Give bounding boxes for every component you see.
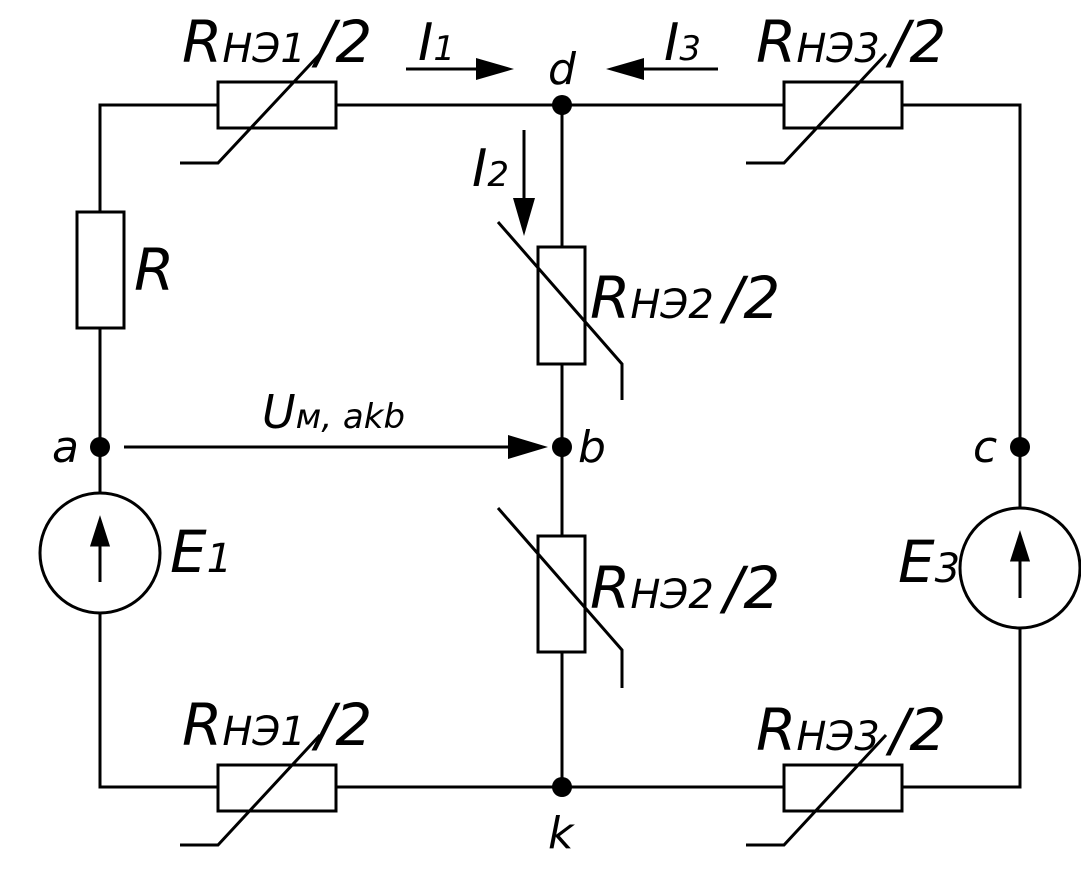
label-u-akb: Uм, akb <box>262 385 405 439</box>
label-rne1-bottom: RНЭ1/2 <box>182 691 372 759</box>
node-b-label: b <box>578 422 606 473</box>
arrow-u-akb <box>124 435 548 459</box>
label-i3: I3 <box>664 13 701 73</box>
node-d-dot <box>552 95 572 115</box>
resistor-rne3-top <box>746 52 904 165</box>
node-d-label: d <box>548 44 577 95</box>
node-a-dot <box>90 437 110 457</box>
node-c-dot <box>1010 437 1030 457</box>
arrow-i2 <box>513 130 535 236</box>
resistor-r <box>75 210 126 330</box>
label-rne2-lower: RНЭ2/2 <box>590 554 780 622</box>
arrow-i3 <box>606 58 718 80</box>
node-b-dot <box>552 437 572 457</box>
source-e3 <box>958 506 1081 630</box>
arrow-i1 <box>406 58 514 80</box>
label-e1: E1 <box>170 518 232 586</box>
wires <box>98 103 1022 789</box>
label-rne3-top: RНЭ3/2 <box>756 8 946 76</box>
label-i2: I2 <box>472 139 509 199</box>
source-e1 <box>38 491 162 615</box>
label-r: R <box>134 236 174 304</box>
resistor-rne1-bottom <box>180 733 338 847</box>
node-k-label: k <box>548 808 575 859</box>
node-k-dot <box>552 777 572 797</box>
label-e3: E3 <box>898 528 960 596</box>
node-a-label: a <box>52 422 79 473</box>
node-c-label: c <box>973 422 997 473</box>
resistor-rne3-bottom <box>746 733 904 847</box>
resistor-rne2-upper <box>496 221 624 400</box>
label-rne2-upper: RНЭ2/2 <box>590 264 780 332</box>
label-rne1-top: RНЭ1/2 <box>182 8 372 76</box>
label-rne3-bottom: RНЭ3/2 <box>756 696 946 764</box>
resistor-rne1-top <box>180 52 338 165</box>
resistor-rne2-lower <box>496 507 624 688</box>
label-i1: I1 <box>418 13 455 73</box>
